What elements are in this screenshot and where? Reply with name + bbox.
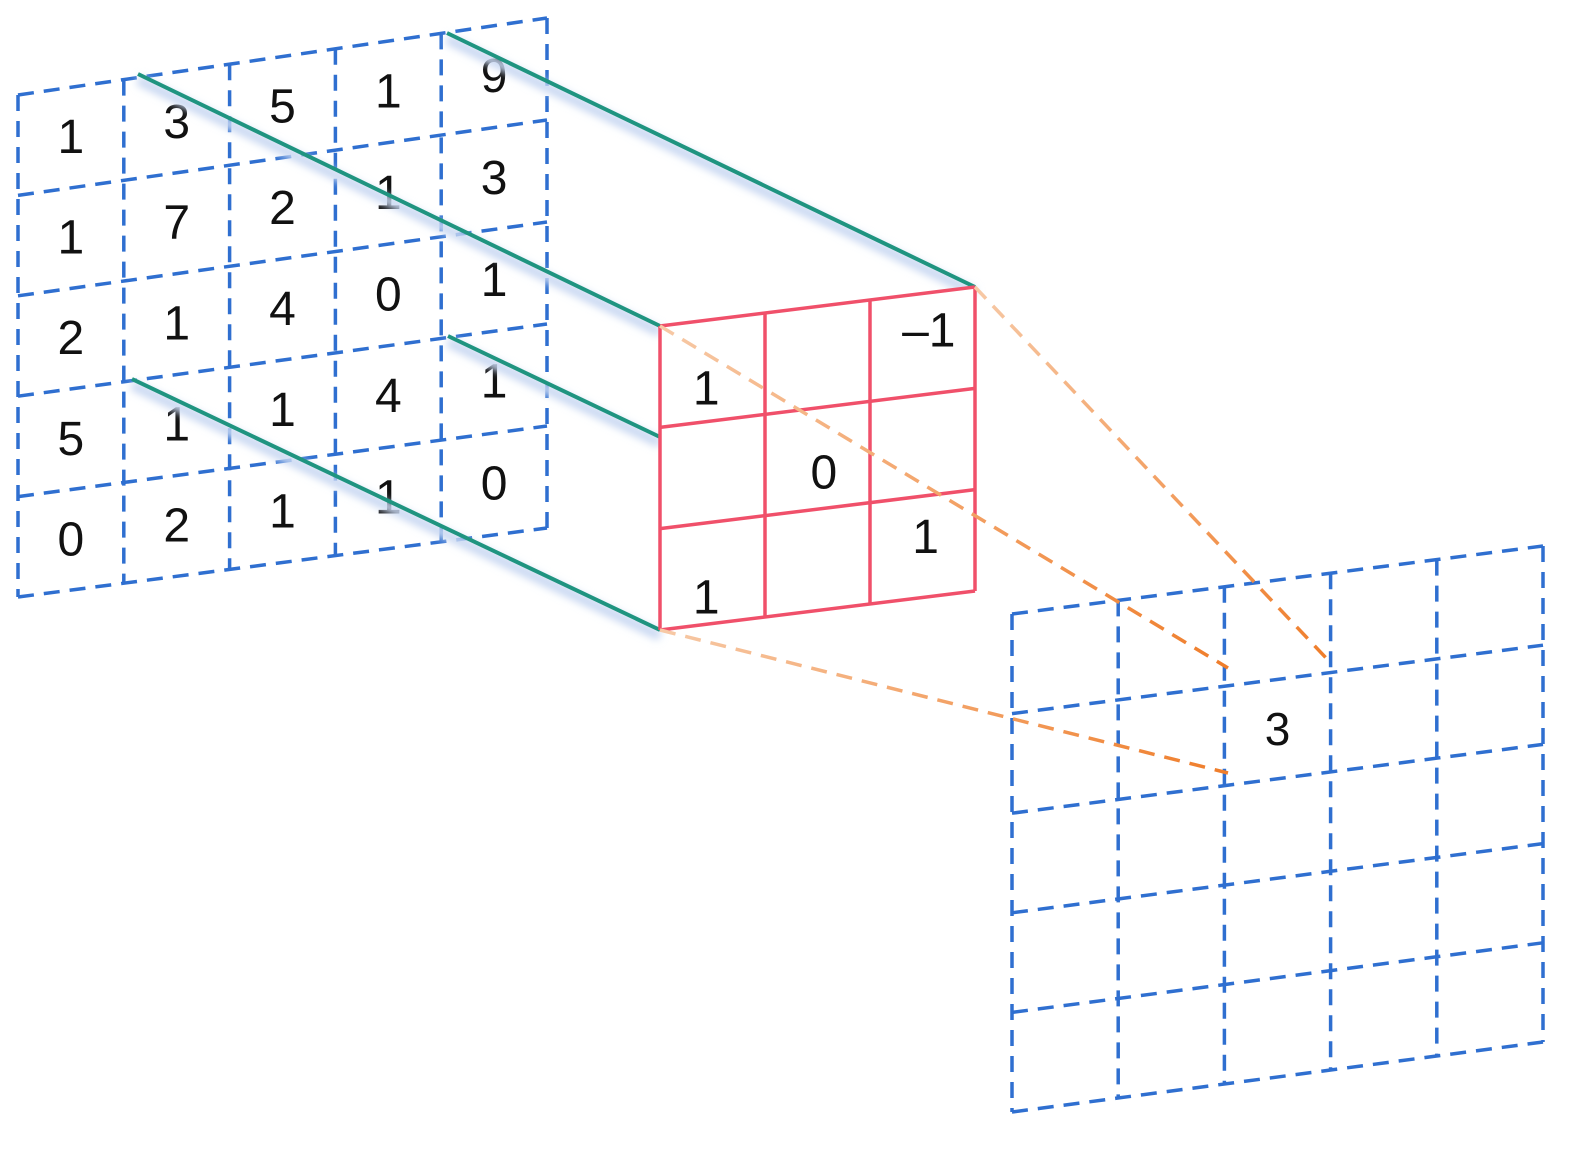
kernel-grid-hline	[659, 285, 976, 328]
output-grid-hline	[1011, 643, 1544, 716]
kernel-grid-hline	[659, 589, 976, 632]
output-grid-hline	[1011, 544, 1544, 616]
kernel-grid-hline	[659, 487, 976, 531]
input-cell-value: 0	[58, 513, 85, 566]
receptive-line-bottom-left	[659, 628, 1229, 775]
input-cell-value: 2	[269, 182, 296, 235]
input-grid-hline	[17, 16, 548, 97]
projection-line-bottom-left-shadow	[129, 380, 663, 641]
receptive-line-top-left	[659, 324, 1229, 670]
input-cell-value: 0	[481, 457, 508, 510]
input-cell-value: 1	[58, 111, 85, 164]
kernel-grid: 1 –1 0 1 1	[658, 285, 977, 632]
input-cell-value: 7	[163, 197, 190, 250]
input-cell-value: 5	[58, 413, 85, 466]
input-cell-value: 1	[269, 485, 296, 538]
kernel-cell-value: 1	[693, 363, 720, 416]
input-cell-value: 1	[163, 298, 190, 351]
input-cell-value: 1	[375, 65, 402, 118]
receptive-field-lines	[659, 285, 1330, 775]
projection-line-top-left-shadow	[135, 75, 663, 337]
output-grid-hline	[1011, 1040, 1544, 1114]
input-cell-value: 3	[481, 152, 508, 205]
output-cell-value: 3	[1265, 703, 1291, 755]
input-cell-value: 1	[58, 212, 85, 265]
input-cell-value: 1	[481, 254, 508, 307]
input-cell-value: 2	[58, 312, 85, 365]
output-grid-hline	[1011, 742, 1544, 815]
projection-line-top-right	[446, 31, 976, 289]
input-cell-value: 1	[269, 384, 296, 437]
kernel-cell-value: 0	[810, 446, 837, 499]
input-cell-value: 0	[375, 268, 402, 321]
projection-line-top-left	[137, 72, 661, 328]
input-grid-hline	[17, 118, 548, 198]
kernel-cell-value: –1	[902, 305, 955, 358]
projection-line-top-right-shadow	[444, 34, 978, 298]
projection-lines	[129, 31, 978, 641]
kernel-cell-value: 1	[693, 571, 720, 624]
projection-line-middle-shadow	[445, 337, 663, 448]
input-grid: 1351917213214015114102110	[16, 16, 549, 599]
output-grid: 3	[1010, 544, 1545, 1114]
input-cell-value: 4	[269, 283, 296, 336]
input-grid-hline	[17, 322, 548, 398]
input-cell-value: 5	[269, 81, 296, 134]
receptive-line-top-right	[973, 285, 1330, 662]
output-grid-hline	[1011, 941, 1544, 1015]
kernel-cell-value: 1	[912, 511, 939, 564]
projection-line-middle	[447, 334, 661, 439]
kernel-grid-hline	[659, 386, 976, 430]
projection-line-bottom-left	[131, 377, 661, 632]
output-grid-hline	[1011, 841, 1544, 915]
input-cell-value: 2	[163, 499, 190, 552]
input-cell-value: 4	[375, 370, 402, 423]
